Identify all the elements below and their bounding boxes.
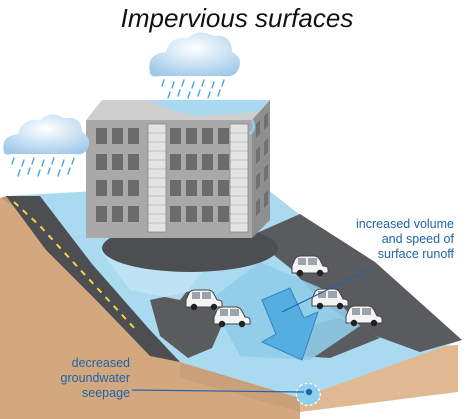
- rain-cloud-icon: [149, 32, 240, 99]
- window: [128, 206, 139, 222]
- road-center-marking: [13, 201, 137, 331]
- seepage-label-line: seepage: [82, 386, 130, 400]
- window: [128, 128, 139, 144]
- window: [218, 206, 229, 222]
- window: [96, 206, 107, 222]
- seepage-label-line: decreased: [71, 356, 130, 370]
- runoff-label-line: increased volume: [356, 217, 454, 231]
- window: [218, 154, 229, 170]
- window: [96, 154, 107, 170]
- window: [202, 206, 213, 222]
- window: [218, 128, 229, 144]
- building-windows: [96, 123, 249, 233]
- window: [170, 206, 181, 222]
- runoff-leader-line: [281, 267, 373, 313]
- parking-lot-right: [250, 214, 462, 352]
- window: [170, 154, 181, 170]
- roof-water-layer: [150, 100, 270, 116]
- window: [170, 180, 181, 196]
- window: [186, 128, 197, 144]
- arrow-down-icon: [260, 287, 319, 361]
- window: [170, 128, 181, 144]
- window: [96, 128, 107, 144]
- building-side-windows: [256, 112, 268, 216]
- window: [112, 180, 123, 196]
- window: [186, 206, 197, 222]
- window: [202, 180, 213, 196]
- window: [112, 128, 123, 144]
- window: [202, 154, 213, 170]
- runoff-label-line: and speed of: [381, 232, 454, 246]
- window: [218, 180, 229, 196]
- window: [96, 180, 107, 196]
- window: [202, 128, 213, 144]
- window: [128, 180, 139, 196]
- window: [128, 154, 139, 170]
- runoff-label: increased volume and speed of surface ru…: [318, 217, 454, 262]
- seepage-label: decreased groundwater seepage: [4, 356, 131, 401]
- window: [112, 154, 123, 170]
- seepage-leader-line: [131, 389, 305, 393]
- seepage-label-line: groundwater: [60, 371, 131, 385]
- diagram-title: Impervious surfaces: [120, 3, 354, 33]
- runoff-label-line: surface runoff: [377, 247, 454, 261]
- window: [186, 154, 197, 170]
- window: [186, 180, 197, 196]
- window: [112, 206, 123, 222]
- groundwater-drop: [295, 382, 321, 406]
- rain-cloud-icon: [3, 114, 90, 177]
